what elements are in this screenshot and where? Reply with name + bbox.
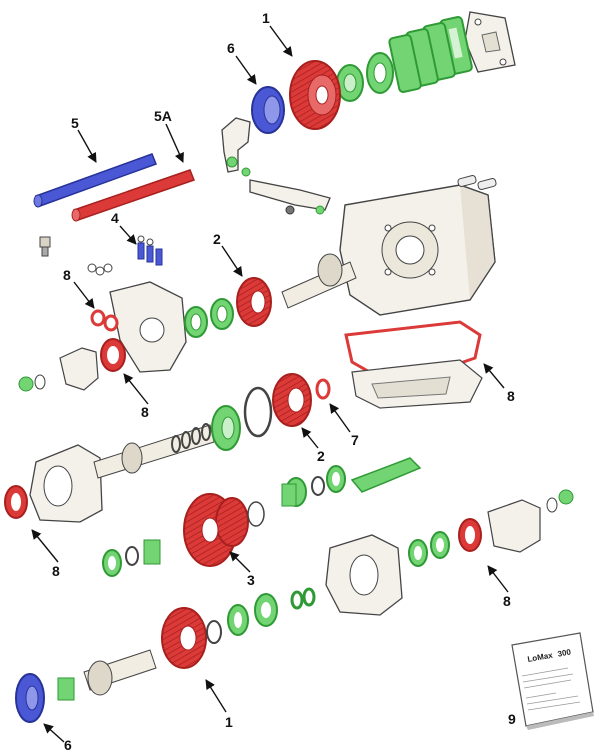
- seal-8-right: [458, 518, 482, 552]
- top-bearing-green: [336, 64, 364, 102]
- callout-1-bottom: 1: [225, 714, 233, 730]
- spacer-row4-mid: [247, 501, 265, 527]
- snap-ring-large: [243, 386, 273, 438]
- small-washers: [87, 263, 113, 276]
- callout-8-right: 8: [503, 593, 511, 609]
- manual-title-a: LoMax: [527, 651, 554, 664]
- thrust-washers-row3: [171, 423, 211, 453]
- synchro-green-row3: [211, 405, 241, 451]
- callout-8-gasket: 8: [507, 388, 515, 404]
- svg-text:LoMax 300: LoMax 300: [527, 647, 572, 664]
- callout-8-seal: 8: [141, 404, 149, 420]
- snap-ring-7: [315, 378, 331, 400]
- detent-plug: [39, 236, 51, 257]
- collar-6-bottom-blue: [15, 673, 45, 723]
- top-cover-plate: [464, 11, 516, 73]
- top-gasket-stack: [388, 16, 473, 93]
- gear-1-top: [289, 60, 341, 130]
- bearings-right-row: [408, 531, 450, 567]
- output-housing-left: [29, 444, 103, 523]
- shift-rail-5-blue: [33, 153, 157, 208]
- gear-2-mid: [236, 277, 272, 327]
- lomax-manual-document: LoMax 300: [511, 632, 594, 730]
- callout-6-bottom: 6: [64, 737, 72, 753]
- seal-rings-small: [90, 309, 119, 332]
- callout-labels: 1 6 5 5A 4 2 8 8 8 7 2 8 3 8 1 6 9: [52, 10, 516, 753]
- callout-8-bottom-left: 8: [52, 563, 60, 579]
- main-shaft: [93, 424, 215, 479]
- callout-5: 5: [71, 115, 79, 131]
- input-shaft: [281, 253, 357, 309]
- nut-washer-left: [18, 374, 46, 392]
- bearings-row4-left: [102, 539, 161, 577]
- output-yoke-left: [59, 347, 99, 391]
- callout-6-top: 6: [227, 40, 235, 56]
- manual-title-b: 300: [557, 647, 572, 658]
- output-shaft-bottom: [83, 649, 157, 696]
- cover-plate-lower: [351, 359, 483, 409]
- washer-row5: [206, 620, 222, 644]
- output-yoke-right: [487, 489, 574, 553]
- shift-rail-5a-red: [71, 169, 195, 222]
- bearings-row5: [227, 587, 316, 636]
- counter-shaft-green: [350, 457, 422, 493]
- bushing-bottom-green: [57, 677, 75, 701]
- callout-arrows: [31, 25, 509, 743]
- callout-9: 9: [508, 711, 516, 727]
- gear-1-bottom: [161, 607, 207, 669]
- pins-pair: [457, 174, 497, 191]
- rear-housing: [325, 534, 403, 616]
- needle-bearing-row4: [281, 483, 297, 507]
- callout-4: 4: [111, 210, 119, 226]
- top-spacer-green: [366, 52, 394, 94]
- callout-1-top: 1: [262, 10, 270, 26]
- callout-7: 7: [351, 432, 359, 448]
- cluster-gear-3: [183, 493, 249, 567]
- collar-6-top-blue: [251, 86, 285, 134]
- callout-2-mid: 2: [213, 231, 221, 247]
- transfer-case-housing: [339, 184, 496, 316]
- callout-2-lower: 2: [317, 448, 325, 464]
- bearings-mid-green: [184, 298, 234, 338]
- gear-2-lower: [272, 373, 312, 427]
- manual-text-lines: [521, 667, 581, 711]
- seal-8-bottom-left: [4, 485, 28, 519]
- shift-fork-upper: [221, 117, 331, 215]
- callout-5a: 5A: [154, 108, 172, 124]
- callout-3: 3: [247, 572, 255, 588]
- callout-8-left: 8: [63, 267, 71, 283]
- detent-springs-4: [137, 235, 163, 266]
- seal-8-left: [100, 338, 126, 372]
